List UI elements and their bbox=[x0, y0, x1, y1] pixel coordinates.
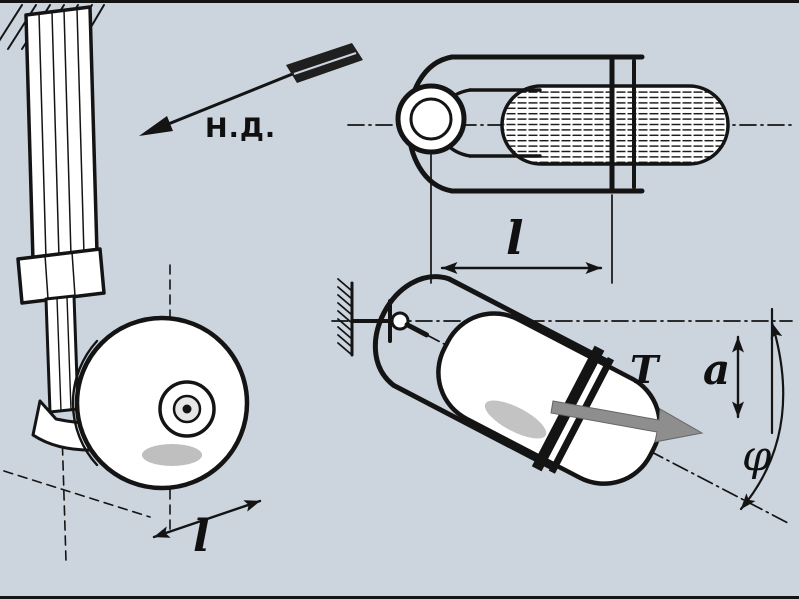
trail-dimension-label-front: l bbox=[193, 511, 210, 562]
strut-collar bbox=[16, 247, 106, 305]
dimension-arrow-front bbox=[152, 499, 262, 539]
direction-arrow bbox=[139, 43, 363, 136]
pivot-top-view bbox=[395, 83, 467, 155]
pivot-side-view bbox=[351, 299, 410, 343]
strut-outer-tube bbox=[24, 5, 99, 263]
technical-drawing bbox=[0, 4, 795, 562]
dimension-top-view bbox=[430, 154, 613, 284]
wheel-front bbox=[71, 315, 250, 491]
trail-dimension-label-top: l bbox=[506, 211, 524, 265]
fork-top-view bbox=[347, 54, 795, 284]
wall-hatching bbox=[337, 278, 354, 357]
tilted-fork-wheel bbox=[372, 274, 662, 486]
wheel-side-view bbox=[436, 311, 662, 486]
caster-angle-construction bbox=[739, 307, 785, 511]
strut-wheel-front-view bbox=[0, 4, 262, 562]
force-arrow bbox=[550, 400, 704, 443]
axle-bracket-top bbox=[609, 54, 636, 194]
direction-arrowhead bbox=[139, 116, 173, 136]
trail-distance-label: a bbox=[703, 345, 731, 394]
direction-label: Н.Д. bbox=[205, 113, 277, 144]
wheel-top-view bbox=[500, 84, 730, 166]
caster-angle-arc bbox=[739, 321, 785, 511]
caster-angle-label: φ bbox=[742, 431, 772, 480]
force-label: T bbox=[630, 347, 659, 392]
caster-side-view bbox=[331, 274, 793, 524]
